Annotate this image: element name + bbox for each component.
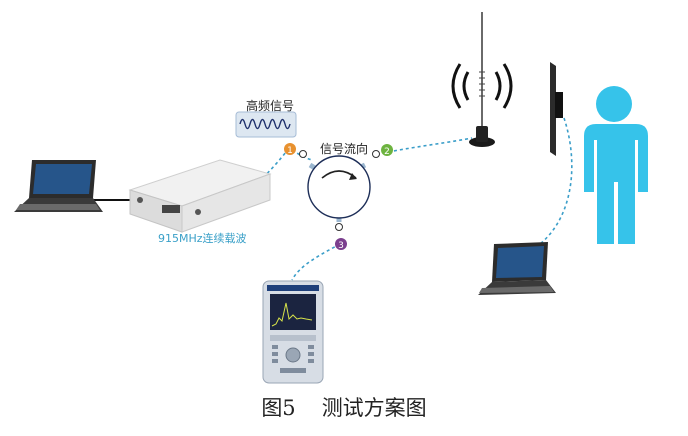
port-2-badge: 2 <box>381 144 393 157</box>
figure-title: 测试方案图 <box>321 396 427 420</box>
laptop-right <box>478 242 556 295</box>
laptop-left <box>14 160 103 212</box>
hf-signal-box <box>235 111 297 138</box>
svg-text:1: 1 <box>287 146 293 156</box>
signal-generator <box>128 159 272 233</box>
rfid-tag <box>550 62 563 156</box>
signal-flow-label: 信号流向 <box>320 142 369 156</box>
hf-signal-label: 高频信号 <box>246 99 295 113</box>
spectrum-analyzer <box>262 280 324 384</box>
cable-port3-to-analyzer <box>291 243 341 281</box>
carrier-wave-label: 915MHz连续载波 <box>158 232 247 245</box>
svg-text:2: 2 <box>384 147 390 157</box>
antenna <box>469 12 495 147</box>
person-icon <box>584 86 648 244</box>
sine-wave <box>239 118 291 130</box>
figure-number: 图5 <box>261 396 296 420</box>
port-3-badge: 3 <box>335 238 347 251</box>
figure-caption: 图5 测试方案图 <box>0 392 688 422</box>
svg-text:3: 3 <box>338 241 344 251</box>
circulator <box>299 150 380 231</box>
cable-port2-to-antenna <box>387 137 473 153</box>
radio-waves-icon <box>451 63 513 109</box>
port-1-badge: 1 <box>284 143 296 156</box>
cable-tag-to-laptop <box>539 117 573 245</box>
